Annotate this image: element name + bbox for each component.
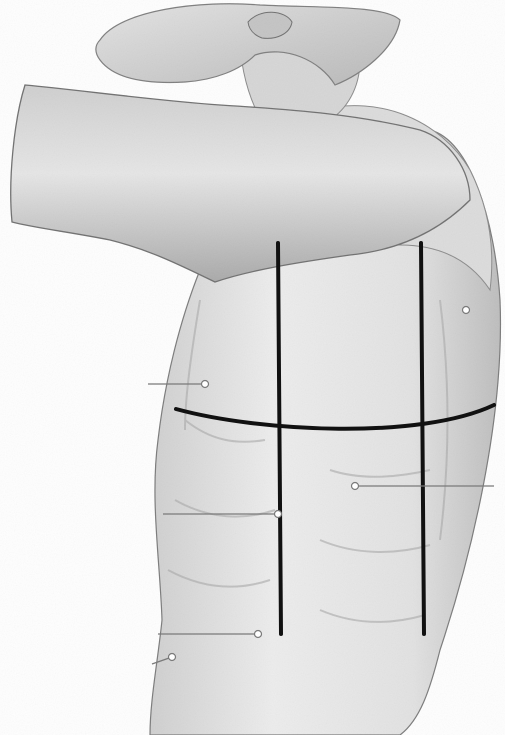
leader-point-4 bbox=[255, 631, 262, 638]
leader-point-3 bbox=[275, 511, 282, 518]
leader-point-2 bbox=[352, 483, 359, 490]
leader-point-6 bbox=[463, 307, 470, 314]
leader-point-5 bbox=[169, 654, 176, 661]
leader-point-1 bbox=[202, 381, 209, 388]
